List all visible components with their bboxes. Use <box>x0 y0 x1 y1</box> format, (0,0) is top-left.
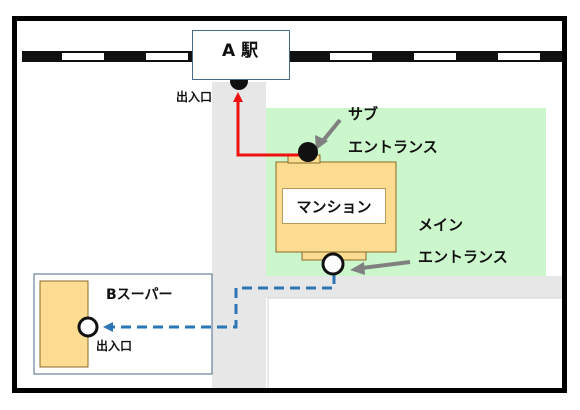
station-exit-label: 出入口 <box>176 90 213 104</box>
supermarket-exit-label: 出入口 <box>96 339 133 353</box>
station-box <box>192 30 290 80</box>
railway-dashes <box>62 53 540 60</box>
sub-entrance-label-line2: エントランス <box>348 138 438 156</box>
main-entrance-label-line1: メイン <box>418 216 464 234</box>
white-circle-marker-icon <box>321 252 345 276</box>
horizontal-road <box>212 276 564 298</box>
route-sub-entrance-to-station <box>233 92 300 157</box>
station-label: A 駅 <box>222 41 259 61</box>
route-main-entrance-to-supermarket <box>103 274 336 332</box>
gray-arrow-icon <box>350 260 411 275</box>
white-circle-marker-icon <box>77 316 99 338</box>
lower-right-block <box>267 297 565 391</box>
black-circle-marker-icon <box>298 142 318 162</box>
gray-arrow-icon <box>315 118 342 150</box>
mansion-label: マンション <box>282 188 386 224</box>
map-frame <box>12 16 567 393</box>
main-entrance-label-line2: エントランス <box>418 248 508 266</box>
railway-track <box>22 51 564 62</box>
sub-entrance-label-line1: サブ <box>348 105 379 123</box>
supermarket-label: Bスーパー <box>106 287 173 303</box>
